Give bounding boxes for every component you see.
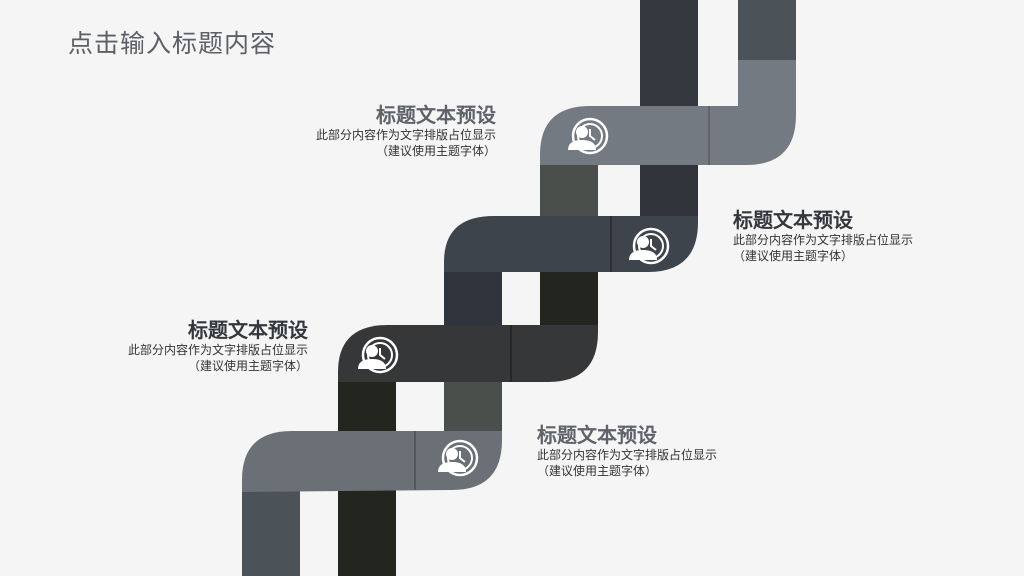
ribbon-band-3-divider bbox=[510, 325, 512, 382]
ribbon-vertical-mid-dark bbox=[640, 160, 698, 218]
ribbon-band-4 bbox=[242, 431, 502, 492]
block-description: 此部分内容作为文字排版占位显示 bbox=[315, 128, 496, 142]
ribbon-vertical-bottom-slate bbox=[444, 380, 502, 435]
text-block-2: 标题文本预设 此部分内容作为文字排版占位显示 （建议使用主题字体） bbox=[733, 207, 918, 264]
ribbon-band-4-divider bbox=[414, 431, 416, 490]
block-description: 此部分内容作为文字排版占位显示 bbox=[537, 448, 718, 462]
ribbon-band-2 bbox=[444, 216, 698, 272]
ribbon-vertical-bottom-left bbox=[242, 488, 300, 576]
block-description: 此部分内容作为文字排版占位显示 bbox=[733, 233, 914, 247]
block-subtext: （建议使用主题字体） bbox=[537, 464, 658, 478]
block-description: 此部分内容作为文字排版占位显示 bbox=[127, 343, 308, 357]
block-subtext: （建议使用主题字体） bbox=[375, 144, 496, 158]
text-block-3: 标题文本预设 此部分内容作为文字排版占位显示 （建议使用主题字体） bbox=[120, 317, 308, 374]
ribbon-band-3 bbox=[338, 325, 598, 382]
user-clock-icon bbox=[568, 117, 609, 155]
ribbon-band-2-divider bbox=[610, 216, 612, 272]
ribbon-band-1-divider bbox=[708, 106, 710, 165]
ribbon-vertical-mid-olive bbox=[540, 160, 598, 220]
text-block-4: 标题文本预设 此部分内容作为文字排版占位显示 （建议使用主题字体） bbox=[537, 422, 722, 479]
user-clock-icon bbox=[358, 336, 399, 374]
block-title: 标题文本预设 bbox=[537, 423, 657, 447]
page-title: 点击输入标题内容 bbox=[68, 29, 277, 58]
block-title: 标题文本预设 bbox=[376, 103, 496, 127]
block-subtext: （建议使用主题字体） bbox=[187, 359, 308, 373]
user-clock-icon bbox=[438, 439, 479, 477]
block-subtext: （建议使用主题字体） bbox=[733, 249, 854, 263]
block-title: 标题文本预设 bbox=[733, 208, 853, 232]
text-block-1: 标题文本预设 此部分内容作为文字排版占位显示 （建议使用主题字体） bbox=[300, 102, 496, 159]
ribbon-vertical-top-dark bbox=[640, 0, 698, 110]
user-clock-icon bbox=[629, 227, 670, 265]
ribbon-vertical-lower-black bbox=[540, 268, 598, 328]
ribbon-vertical-lower-navy bbox=[444, 270, 502, 330]
block-title: 标题文本预设 bbox=[188, 318, 308, 342]
ribbon-band-1 bbox=[540, 60, 796, 165]
